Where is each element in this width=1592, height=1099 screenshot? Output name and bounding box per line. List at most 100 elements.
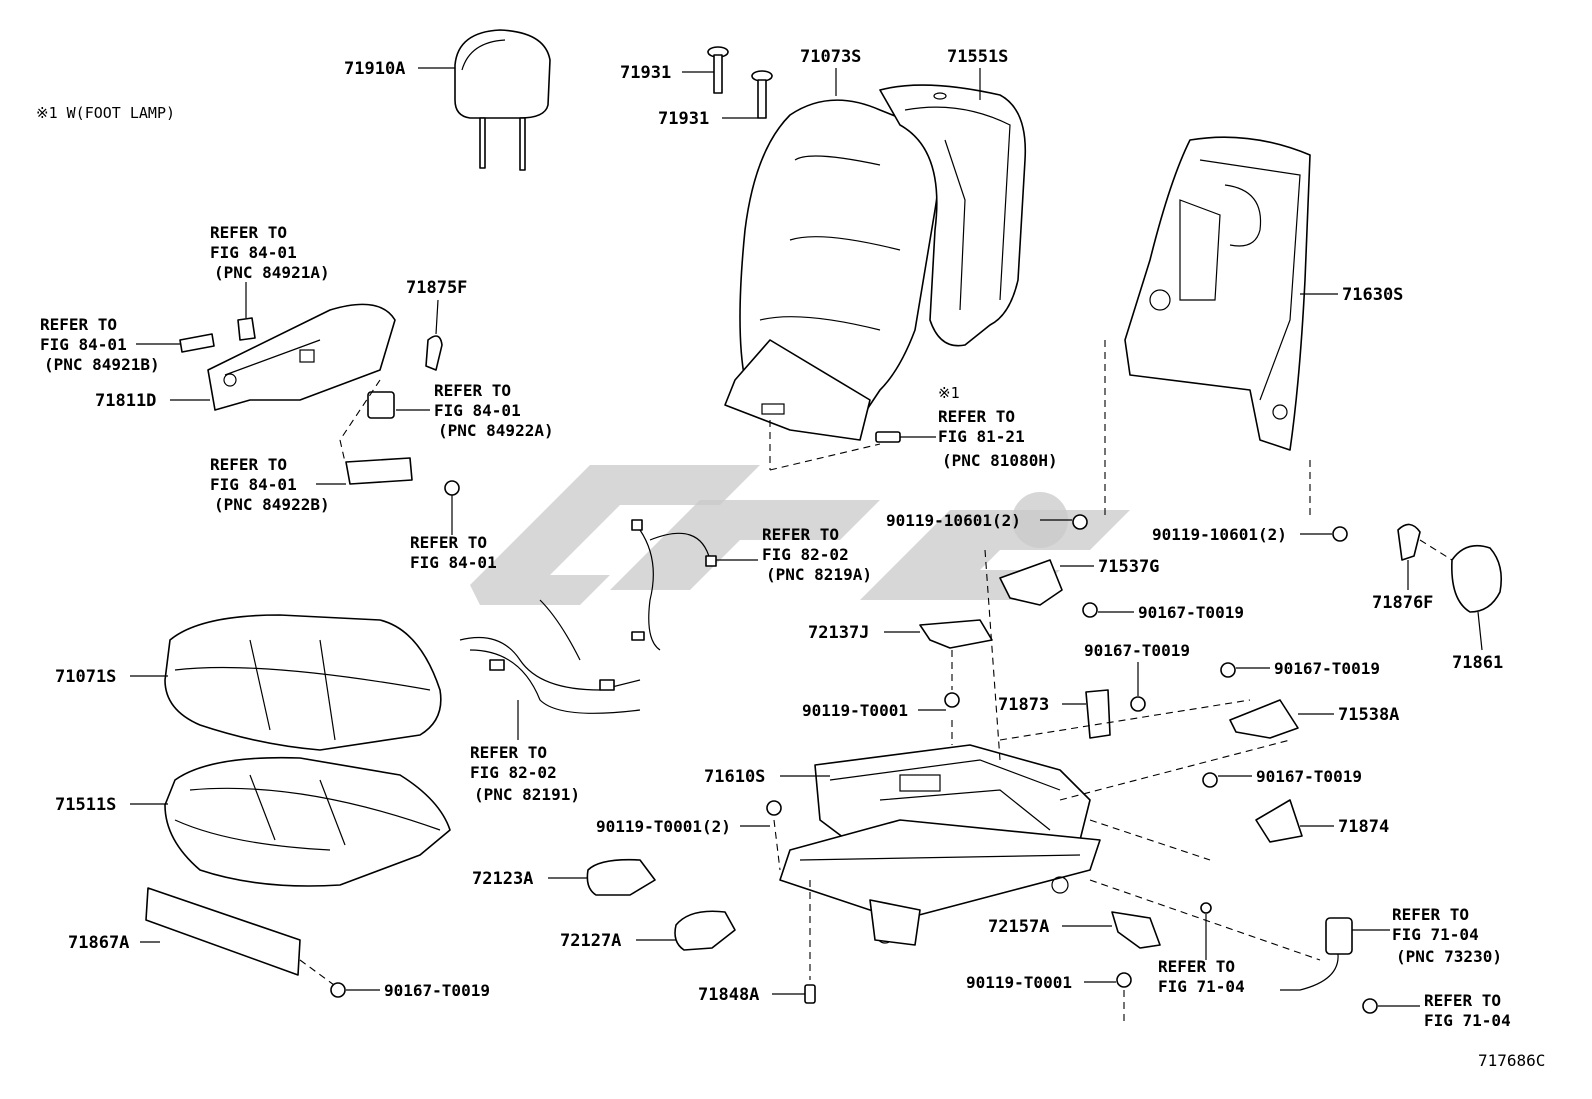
svg-text:REFER TO: REFER TO [1158, 957, 1235, 976]
bolt-90167-T0019-d[interactable] [1202, 772, 1218, 788]
svg-text:FIG 71-04: FIG 71-04 [1158, 977, 1245, 996]
switch-module[interactable] [345, 391, 460, 496]
bolt-90119-T0001-b[interactable] [766, 800, 782, 816]
svg-text:REFER TO: REFER TO [210, 223, 287, 242]
seat-adjuster-71610S[interactable] [779, 744, 1101, 946]
bracket-71538A[interactable] [1229, 699, 1299, 739]
svg-text:FIG 82-02: FIG 82-02 [762, 545, 849, 564]
bolt-90119-T0001-c[interactable] [1116, 972, 1132, 988]
svg-text:FIG 84-01: FIG 84-01 [210, 475, 297, 494]
part-71630S-label: 71630S [1342, 285, 1403, 305]
part-71511S-label: 71511S [55, 795, 116, 815]
bracket-72157A[interactable] [1111, 911, 1161, 949]
part-72123A-label: 72123A [472, 869, 533, 889]
refer-to-fig-71-04-73230[interactable]: REFER TO FIG 71-04 (PNC 73230) [1392, 905, 1502, 966]
bolt-90119-10601-a[interactable] [1072, 514, 1088, 530]
part-71873-label: 71873 [998, 695, 1049, 715]
svg-text:REFER TO: REFER TO [470, 743, 547, 762]
seat-cushion-pad-71511S[interactable] [164, 756, 451, 887]
bolt-90167-T0019-c[interactable] [1220, 662, 1236, 678]
svg-text:REFER TO: REFER TO [210, 455, 287, 474]
refer-to-fig-82-02-8219A[interactable]: REFER TO FIG 82-02 (PNC 8219A) [762, 525, 872, 584]
bracket-71537G[interactable] [999, 559, 1063, 606]
refer-to-fig-84-01-84922A[interactable]: REFER TO FIG 84-01 (PNC 84922A) [434, 381, 554, 440]
watermark-logo [470, 465, 1130, 605]
bracket-71873[interactable] [1085, 689, 1111, 739]
refer-to-fig-81-21[interactable]: ※1 REFER TO FIG 81-21 (PNC 81080H) [938, 384, 1058, 470]
part-72157A-label: 72157A [988, 917, 1049, 937]
svg-text:(PNC 84922A): (PNC 84922A) [438, 421, 554, 440]
foot-lamp-note: ※1 W(FOOT LAMP) [36, 104, 175, 122]
clip-71848A[interactable] [804, 984, 816, 1004]
cover-72127A[interactable] [674, 910, 736, 951]
svg-text:FIG 84-01: FIG 84-01 [210, 243, 297, 262]
bolt-90167-T0019-label-c: 90167-T0019 [1274, 659, 1380, 678]
bolt-90119-T0001-a[interactable] [944, 692, 960, 708]
svg-text:REFER TO: REFER TO [410, 533, 487, 552]
trim-71875F[interactable] [425, 335, 443, 371]
bolt-90167-T0019-a[interactable] [1082, 602, 1098, 618]
refer-to-fig-84-01-84921B[interactable]: REFER TO FIG 84-01 (PNC 84921B) [40, 315, 160, 374]
svg-text:REFER TO: REFER TO [938, 407, 1015, 426]
part-71931-label-a: 71931 [620, 63, 671, 83]
figure-id: 717686C [1478, 1051, 1545, 1070]
seat-side-cover-71811D[interactable] [179, 303, 396, 411]
seatback-frame-71630S[interactable] [1124, 136, 1311, 451]
seatback-cover-71073S[interactable] [724, 99, 940, 441]
bolt-90167-T0019-e[interactable] [330, 982, 346, 998]
bolt-90119-10601-b[interactable] [1332, 526, 1348, 542]
recliner-cover-71876F[interactable] [1397, 523, 1421, 561]
part-71071S-label: 71071S [55, 667, 116, 687]
svg-text:(PNC 84921A): (PNC 84921A) [214, 263, 330, 282]
bolt-90167-T0019-label-a: 90167-T0019 [1138, 603, 1244, 622]
svg-text:(PNC 73230): (PNC 73230) [1396, 947, 1502, 966]
part-72137J-label: 72137J [808, 623, 869, 643]
foot-lamp-connector[interactable] [875, 431, 901, 443]
svg-text:FIG 84-01: FIG 84-01 [40, 335, 127, 354]
cover-72123A[interactable] [586, 858, 656, 896]
part-71874-label: 71874 [1338, 817, 1389, 837]
svg-text:FIG 84-01: FIG 84-01 [410, 553, 497, 572]
cushion-shield-71867A[interactable] [145, 887, 301, 976]
part-71910A-label: 71910A [344, 59, 405, 79]
refer-to-fig-71-04-b[interactable]: REFER TO FIG 71-04 [1424, 991, 1511, 1030]
headrest-guide-pins-71931[interactable] [707, 46, 773, 119]
svg-text:(PNC 82191): (PNC 82191) [474, 785, 580, 804]
headrest-71910A[interactable] [454, 29, 551, 171]
bolt-90119-10601-label-a: 90119-10601(2) [886, 511, 1021, 530]
refer-to-fig-84-01-84921A[interactable]: REFER TO FIG 84-01 (PNC 84921A) [210, 223, 330, 282]
bolt-90167-T0019-label-b: 90167-T0019 [1084, 641, 1190, 660]
refer-to-fig-71-04-a[interactable]: REFER TO FIG 71-04 [1158, 957, 1245, 996]
svg-text:FIG 81-21: FIG 81-21 [938, 427, 1025, 446]
part-71876F-label: 71876F [1372, 593, 1433, 613]
svg-text:(PNC 8219A): (PNC 8219A) [766, 565, 872, 584]
seatback-pad-71551S[interactable] [879, 84, 1027, 347]
svg-text:(PNC 84921B): (PNC 84921B) [44, 355, 160, 374]
svg-text:FIG 71-04: FIG 71-04 [1392, 925, 1479, 944]
svg-text:※1: ※1 [938, 384, 960, 402]
svg-text:REFER TO: REFER TO [434, 381, 511, 400]
part-71867A-label: 71867A [68, 933, 129, 953]
part-71538A-label: 71538A [1338, 705, 1399, 725]
refer-to-fig-84-01[interactable]: REFER TO FIG 84-01 [410, 533, 497, 572]
bolt-90119-T0001-label-b: 90119-T0001(2) [596, 817, 731, 836]
bolt-90167-T0019-label-d: 90167-T0019 [1256, 767, 1362, 786]
wire-harness[interactable] [459, 519, 717, 714]
seat-cushion-cover-71071S[interactable] [164, 614, 442, 751]
svg-text:REFER TO: REFER TO [1392, 905, 1469, 924]
part-71073S-label: 71073S [800, 47, 861, 67]
bracket-72137J[interactable] [919, 619, 993, 649]
part-71610S-label: 71610S [704, 767, 765, 787]
svg-text:REFER TO: REFER TO [40, 315, 117, 334]
svg-text:REFER TO: REFER TO [762, 525, 839, 544]
seat-belt-buckle[interactable] [1200, 902, 1378, 1014]
bolt-90167-T0019-b[interactable] [1130, 696, 1146, 712]
part-71875F-label: 71875F [406, 278, 467, 298]
refer-to-fig-82-02-82191[interactable]: REFER TO FIG 82-02 (PNC 82191) [470, 743, 580, 804]
refer-to-fig-84-01-84922B[interactable]: REFER TO FIG 84-01 (PNC 84922B) [210, 455, 330, 514]
bracket-71874[interactable] [1255, 799, 1303, 843]
recliner-cover-71861[interactable] [1451, 544, 1503, 613]
svg-text:(PNC 81080H): (PNC 81080H) [942, 451, 1058, 470]
bolt-90167-T0019-label-e: 90167-T0019 [384, 981, 490, 1000]
